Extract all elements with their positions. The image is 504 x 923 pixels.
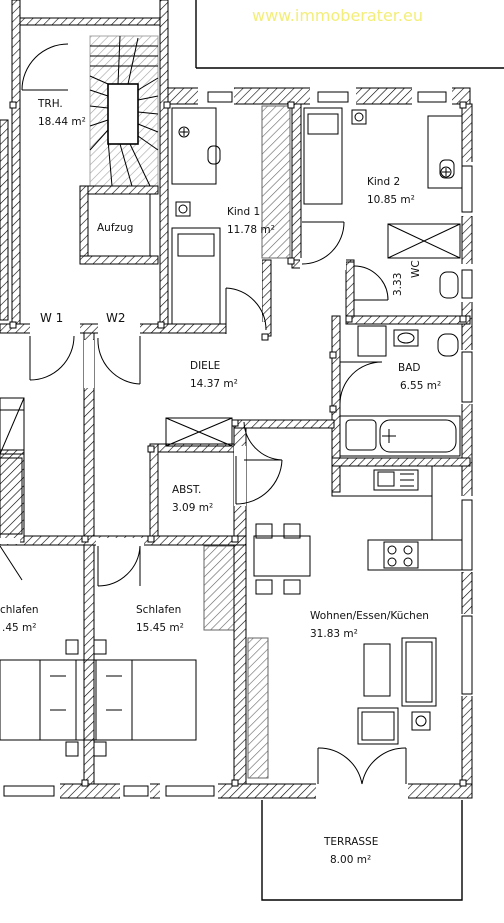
room-name-abst: ABST.: [172, 484, 202, 496]
room-name-bad: BAD: [398, 362, 421, 374]
room-area-terrasse: 8.00 m²: [330, 854, 372, 866]
room-name-schlafen: Schlafen: [136, 604, 182, 616]
room-name-wc: WC: [410, 260, 422, 278]
room-name-aufzug: Aufzug: [97, 222, 134, 234]
unit-label-w2: W2: [106, 311, 126, 325]
bedroom-furniture: [0, 639, 197, 757]
unit-label-w1: W 1: [40, 311, 64, 325]
upper-right-outline: [195, 0, 504, 69]
column-markers: [9, 101, 467, 787]
room-name-trh: TRH.: [38, 98, 63, 110]
kitchen: [331, 465, 463, 571]
staircase: [0, 35, 159, 321]
furniture-kind2: [303, 107, 463, 259]
terrace: [261, 800, 463, 901]
room-area-wc: 3.33: [392, 272, 404, 296]
room-name-wohnen: Wohnen/Essen/Küchen: [310, 610, 429, 622]
elevator: [87, 193, 151, 257]
living-furniture: [247, 523, 437, 779]
room-area-kind1: 11.78 m²: [227, 224, 275, 236]
room-area-schlafen: 15.45 m²: [136, 622, 184, 634]
doors: [0, 43, 407, 785]
room-name-kind2: Kind 2: [367, 176, 401, 188]
room-name-diele: DIELE: [190, 360, 221, 372]
hall-cabinets: [0, 417, 235, 631]
room-area-diele: 14.37 m²: [190, 378, 238, 390]
furniture-kind1: [171, 105, 291, 325]
watermark: www.immoberater.eu: [252, 6, 423, 25]
room-name-schlafen-left: chlafen: [0, 604, 39, 616]
room-area-trh: 18.44 m²: [38, 116, 86, 128]
room-area-schlafen-left: .45 m²: [2, 622, 37, 634]
room-area-abst: 3.09 m²: [172, 502, 214, 514]
bathroom-fixtures: [339, 271, 461, 457]
room-area-kind2: 10.85 m²: [367, 194, 415, 206]
windows: [3, 91, 473, 797]
room-area-bad: 6.55 m²: [400, 380, 442, 392]
room-name-terrasse: TERRASSE: [324, 836, 379, 848]
room-name-kind1: Kind 1: [227, 206, 261, 218]
room-area-wohnen: 31.83 m²: [310, 628, 358, 640]
